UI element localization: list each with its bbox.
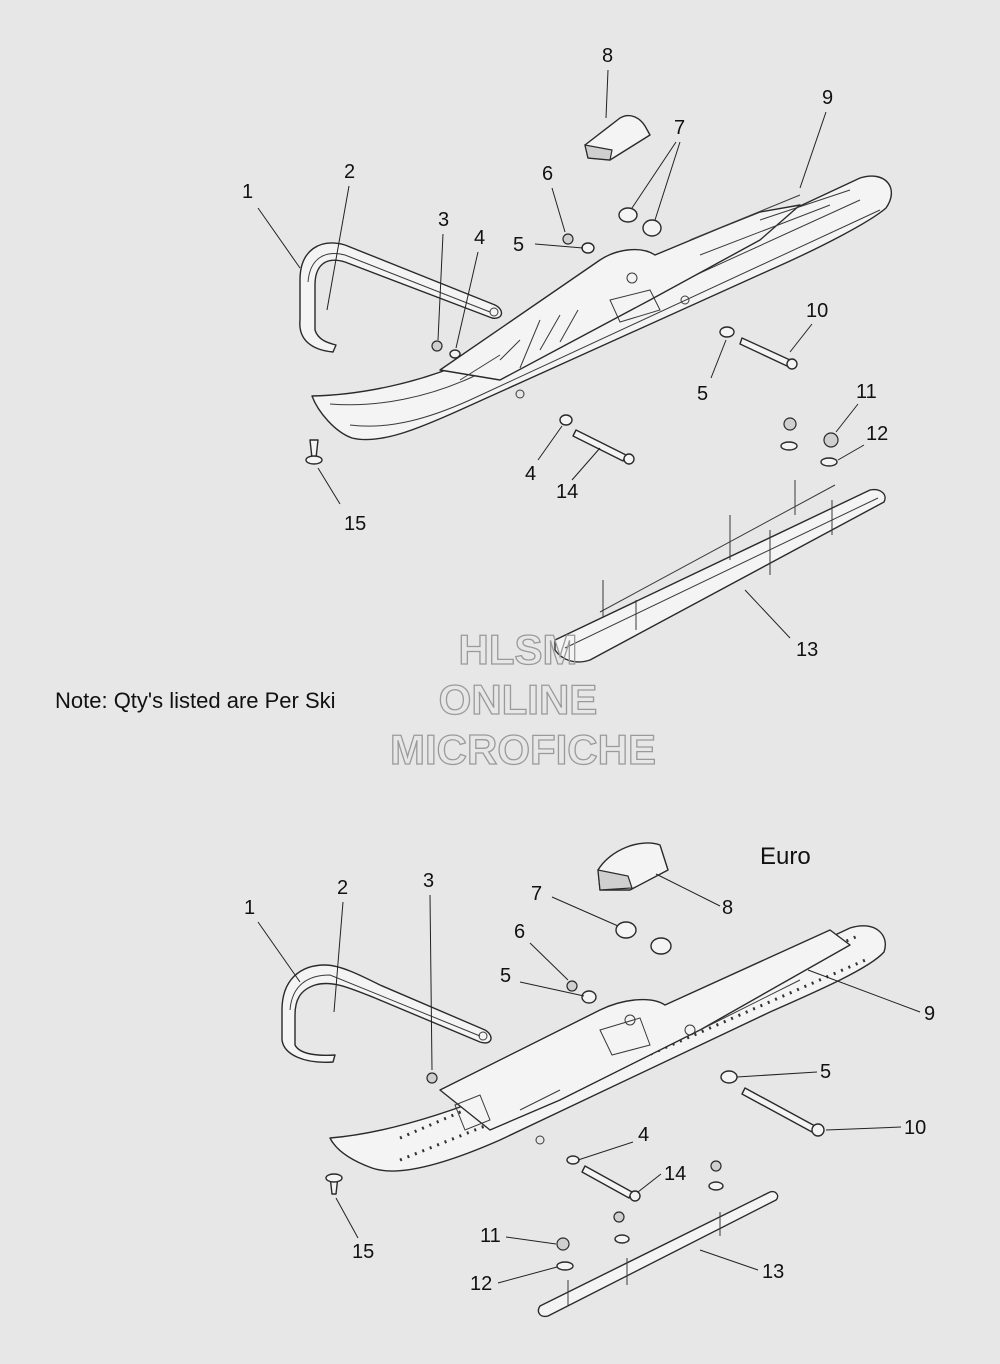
top-assembly: 1 2 3 4 5 6 7 8 9 10 11 12 13 14 15 5 4 [242,45,892,663]
top-callout-1: 1 [242,181,253,203]
bottom-callout-2: 2 [337,877,348,899]
bottom-assembly: 1 2 3 4 5 5 6 7 8 9 10 11 12 13 14 15 [244,842,935,1318]
top-callout-8: 8 [602,45,613,67]
top-leaders [257,69,865,639]
watermark-line2: ONLINE [439,676,598,723]
bottom-callout-15: 15 [352,1241,374,1263]
top-callout-5a: 5 [513,234,524,256]
top-hardware [305,207,839,467]
top-callout-4a: 4 [474,227,485,249]
bottom-callout-10: 10 [904,1117,926,1139]
bottom-callout-7: 7 [531,883,542,905]
bottom-callout-1: 1 [244,897,255,919]
top-bolts [572,337,798,465]
top-callout-11: 11 [856,381,877,403]
bottom-callout-9: 9 [924,1003,935,1025]
bottom-cap [597,842,669,891]
bottom-callout-13: 13 [762,1261,784,1283]
bottom-callout-3: 3 [423,870,434,892]
bottom-hardware [325,921,738,1271]
bottom-wear-bar [537,1190,779,1318]
euro-label: Euro [760,843,811,870]
top-callout-9: 9 [822,87,833,109]
watermark-line1: HLSM [459,626,578,673]
top-wear-bar [554,480,886,663]
top-callout-13: 13 [796,639,818,661]
bottom-callout-11: 11 [480,1225,501,1247]
bottom-callout-8: 8 [722,897,733,919]
top-callout-7: 7 [674,117,685,139]
watermark-line3: MICROFICHE [390,726,656,773]
top-cap [584,114,651,161]
bottom-callout-4: 4 [638,1124,649,1146]
bottom-leaders [257,873,921,1284]
top-callout-15: 15 [344,513,366,535]
bottom-callout-5a: 5 [500,965,511,987]
bottom-ski-body [329,925,886,1172]
top-callout-5b: 5 [697,383,708,405]
watermark: HLSM ONLINE MICROFICHE [389,625,656,773]
bottom-bolts [581,1087,825,1202]
top-callout-14: 14 [556,481,578,503]
bottom-callout-14: 14 [664,1163,686,1185]
bottom-callouts: 1 2 3 4 5 5 6 7 8 9 10 11 12 13 14 15 [244,870,935,1295]
top-callout-6: 6 [542,163,553,185]
top-handle [299,242,503,353]
quantity-note: Note: Qty's listed are Per Ski [55,688,336,713]
bottom-callout-12: 12 [470,1273,492,1295]
top-callout-10: 10 [806,300,828,322]
bottom-callout-6: 6 [514,921,525,943]
top-callout-3: 3 [438,209,449,231]
bottom-callout-5b: 5 [820,1061,831,1083]
bottom-handle [281,964,492,1063]
top-callout-4b: 4 [525,463,536,485]
top-callout-12: 12 [866,423,888,445]
top-ski-body [311,175,892,441]
top-callouts: 1 2 3 4 5 6 7 8 9 10 11 12 13 14 15 5 4 [242,45,888,661]
top-callout-2: 2 [344,161,355,183]
